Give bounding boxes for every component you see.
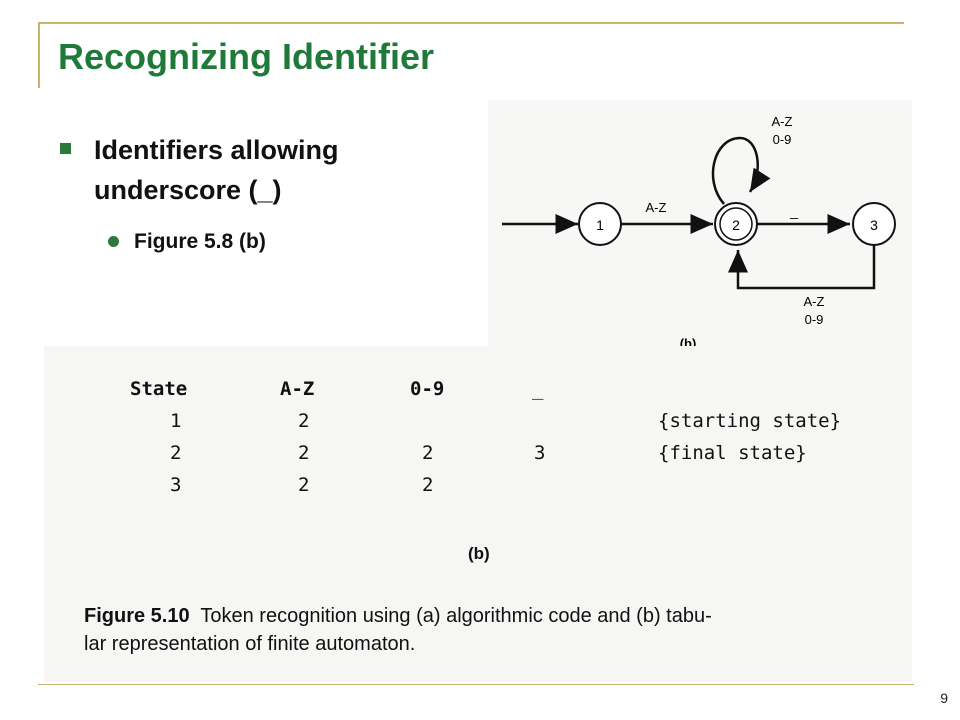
loop-2-label-line2: 0-9 [773,132,792,147]
table-cell-note: {starting state} [658,410,842,432]
transition-table-figure: State A-Z 0-9 _ 1 2 {starting state} 2 2… [44,346,912,682]
table-cell-state: 3 [170,474,182,496]
state-1-label: 1 [596,217,604,233]
table-cell-az: 2 [298,410,310,432]
square-bullet-icon [60,143,71,154]
circle-bullet-icon [108,236,119,247]
table-cell-az: 2 [298,474,310,496]
frame-left-line [38,22,40,88]
table-cell-underscore: 3 [534,442,546,464]
bullet-level1-text: Identifiers allowing underscore (_) [94,135,339,205]
table-cell-digits: 2 [422,474,434,496]
caption-figure-number: Figure 5.10 [84,605,190,627]
state-2-inner-circle [719,207,753,241]
table-cell-state: 2 [170,442,182,464]
loop-2 [711,136,771,205]
state-3-label: 3 [870,217,878,233]
edge-3-2-label-line2: 0-9 [805,312,824,327]
page-number: 9 [940,690,948,706]
slide-title: Recognizing Identifier [58,36,435,77]
loop-2-label-line1: A-Z [772,114,793,129]
frame-bottom-line [38,684,914,685]
table-cell-note: {final state} [658,442,807,464]
caption-line1: Token recognition using (a) algorithmic … [200,605,712,627]
edge-3-2-label-line1: A-Z [804,294,825,309]
edge-2-3-label: _ [789,203,798,219]
table-header-cell: 0-9 [410,378,445,400]
bullet-level2-text: Figure 5.8 (b) [134,230,266,253]
edge-1-2-label: A-Z [646,200,667,215]
frame-top-line [38,22,904,24]
table-cell-state: 1 [170,410,182,432]
state-diagram: 1 A-Z 2 A-Z 0-9 _ 3 A-Z 0-9 (b) [502,114,896,350]
caption-line2: lar representation of finite automaton. [84,633,416,655]
table-cell-digits: 2 [422,442,434,464]
table-header-cell: _ [532,378,544,400]
bullet-level2: Figure 5.8 (b) [108,230,266,254]
state-diagram-figure: 1 A-Z 2 A-Z 0-9 _ 3 A-Z 0-9 (b) [488,100,912,350]
bullet-level1: Identifiers allowing underscore (_) [60,130,420,210]
figure-caption: Figure 5.10 Token recognition using (a) … [84,602,904,658]
table-cell-az: 2 [298,442,310,464]
edge-3-2 [728,245,876,290]
table-header-cell: State [130,378,188,400]
table-sublabel: (b) [468,544,490,563]
state-2-label: 2 [732,217,740,233]
table-header-cell: A-Z [280,378,315,400]
